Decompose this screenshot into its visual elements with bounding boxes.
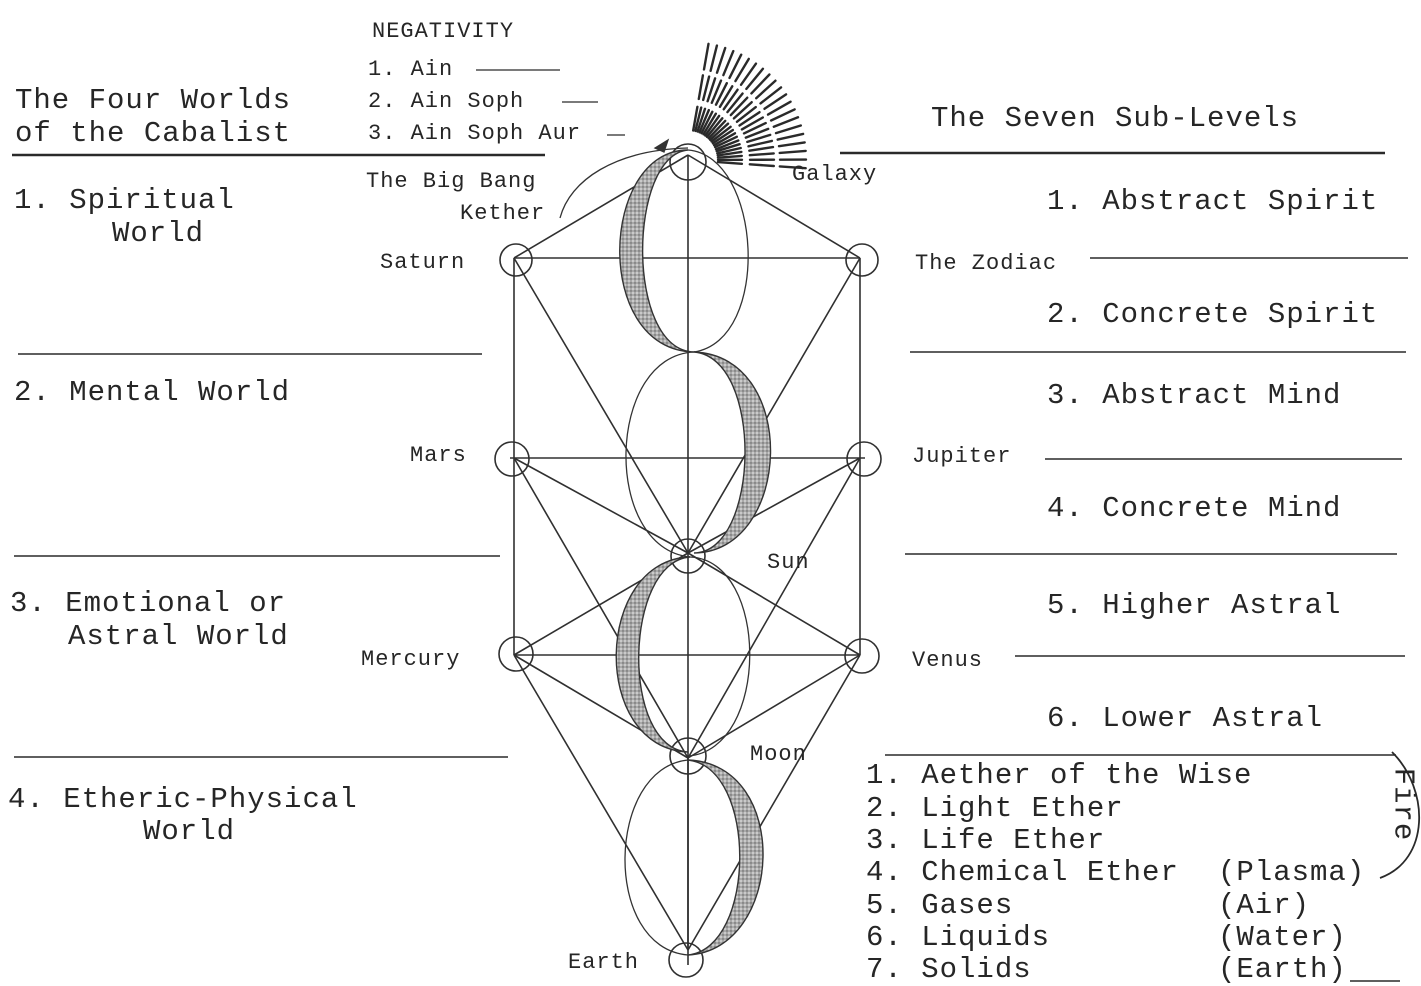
radiance-rays: [693, 44, 806, 168]
venus-label: Venus: [912, 650, 983, 672]
sub-level-item: 2. Concrete Spirit: [1047, 300, 1378, 329]
sub-level-item: 3. Abstract Mind: [1047, 381, 1341, 410]
world-label: 1. Spiritual: [14, 186, 235, 215]
four-worlds-title: of the Cabalist: [15, 119, 291, 148]
tree-paths: [510, 155, 865, 965]
mars-circle: [495, 442, 529, 476]
element-earth: (Earth): [1218, 955, 1347, 984]
ray-line: [704, 44, 709, 70]
ray-line: [778, 134, 803, 140]
negativity-item: 1. Ain: [368, 59, 453, 81]
ray-line: [699, 75, 703, 99]
sub-level-item: 1. Abstract Spirit: [1047, 187, 1378, 216]
galaxy-label: Galaxy: [792, 164, 877, 186]
negativity-item: 3. Ain Soph Aur: [368, 123, 581, 145]
ray-line: [780, 151, 806, 153]
sub-levels-title: The Seven Sub-Levels: [931, 104, 1299, 133]
ether-item: 6. Liquids: [866, 923, 1050, 952]
zodiac-label: The Zodiac: [915, 253, 1057, 275]
saturn-label: Saturn: [380, 252, 465, 274]
ray-line: [720, 86, 732, 107]
ray-line: [750, 153, 774, 155]
world-label: 2. Mental World: [14, 378, 290, 407]
jupiter-label: Jupiter: [912, 446, 1011, 468]
zodiac-circle: [846, 244, 878, 276]
four-worlds-title: The Four Worlds: [15, 86, 291, 115]
element-water: (Water): [1218, 923, 1347, 952]
kether-label: Kether: [460, 203, 545, 225]
sub-level-item: 6. Lower Astral: [1047, 704, 1323, 733]
ray-line: [750, 164, 774, 166]
earth-label: Earth: [568, 952, 639, 974]
ether-item: 7. Solids: [866, 955, 1032, 984]
big-bang-label: The Big Bang: [366, 171, 536, 193]
ray-line: [776, 126, 801, 134]
negativity-item: 2. Ain Soph: [368, 91, 524, 113]
ray-line: [711, 46, 717, 71]
world-label: Astral World: [68, 622, 289, 651]
ether-item: 4. Chemical Ether: [866, 858, 1179, 887]
fire-label: Fire: [1388, 768, 1417, 842]
ether-item: 2. Light Ether: [866, 794, 1124, 823]
mercury-label: Mercury: [361, 649, 460, 671]
negativity-title: NEGATIVITY: [372, 21, 514, 43]
world-label: World: [112, 219, 204, 248]
element-plasma: (Plasma): [1218, 858, 1365, 887]
element-air: (Air): [1218, 891, 1310, 920]
moon-label: Moon: [750, 744, 807, 766]
ray-line: [756, 81, 775, 99]
venus-circle: [845, 639, 879, 673]
ray-line: [749, 147, 773, 151]
sub-level-item: 5. Higher Astral: [1047, 591, 1341, 620]
ether-item: 1. Aether of the Wise: [866, 761, 1252, 790]
ray-line: [742, 118, 763, 130]
sub-level-item: 4. Concrete Mind: [1047, 494, 1341, 523]
jupiter-circle: [847, 442, 881, 476]
sun-label: Sun: [767, 552, 810, 574]
world-label: 3. Emotional or: [10, 589, 286, 618]
ray-line: [717, 48, 725, 73]
ray-line: [751, 75, 769, 94]
mars-label: Mars: [410, 445, 467, 467]
world-label: World: [143, 817, 235, 846]
ray-line: [718, 156, 742, 158]
world-label: 4. Etheric-Physical: [8, 785, 358, 814]
ray-line: [718, 162, 742, 164]
ray-line: [779, 142, 805, 146]
serpent-spiral: [560, 140, 771, 955]
ether-item: 5. Gases: [866, 891, 1013, 920]
ether-item: 3. Life Ether: [866, 826, 1105, 855]
